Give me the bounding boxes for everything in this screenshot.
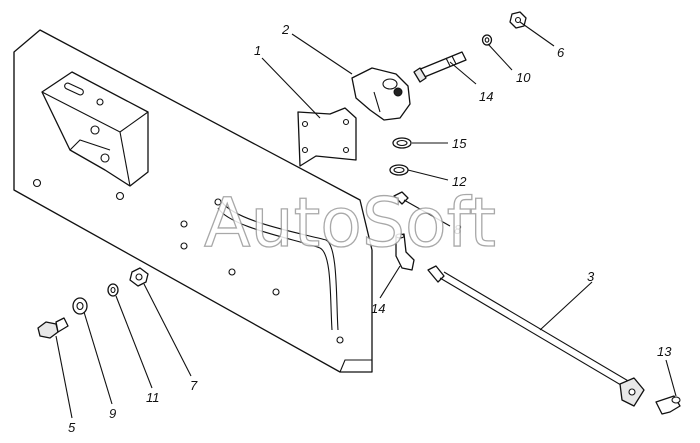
callout-11: 11 — [146, 390, 160, 405]
callout-15: 15 — [452, 136, 467, 151]
callout-3: 3 — [587, 269, 595, 284]
pipe-clip — [217, 201, 339, 331]
callout-9: 9 — [109, 406, 116, 421]
callout-2: 2 — [281, 22, 290, 37]
part-14-bolt-upper — [413, 51, 467, 83]
part-15-ring — [392, 137, 412, 149]
callout-12: 12 — [452, 174, 467, 189]
part-6-nut — [509, 11, 527, 29]
upper-left-bracket — [41, 71, 149, 187]
part-10-washer — [481, 34, 493, 46]
part-11-washer — [107, 283, 119, 297]
callout-7: 7 — [190, 378, 198, 393]
part-7-nut — [129, 267, 149, 287]
part-14-elbow — [395, 233, 415, 271]
part-5-bolt — [37, 317, 69, 339]
callout-10: 10 — [516, 70, 531, 85]
part-3-tube — [427, 265, 645, 407]
part-13-elbow — [655, 395, 681, 415]
callout-13: 13 — [657, 344, 672, 359]
callout-1: 1 — [254, 43, 261, 58]
callout-14-upper: 14 — [479, 89, 493, 104]
callout-14-lower: 14 — [371, 301, 385, 316]
callout-5: 5 — [68, 420, 76, 435]
leader-lines — [55, 21, 677, 419]
part-12-ring — [389, 164, 409, 176]
watermark-text: AutoSoft — [204, 184, 496, 263]
callout-8: 8 — [454, 222, 462, 237]
part-2-valve — [351, 67, 411, 121]
callout-6: 6 — [557, 45, 565, 60]
part-8-fitting — [393, 191, 409, 205]
part-9-washer — [72, 297, 88, 315]
part-1-plate — [297, 107, 357, 167]
